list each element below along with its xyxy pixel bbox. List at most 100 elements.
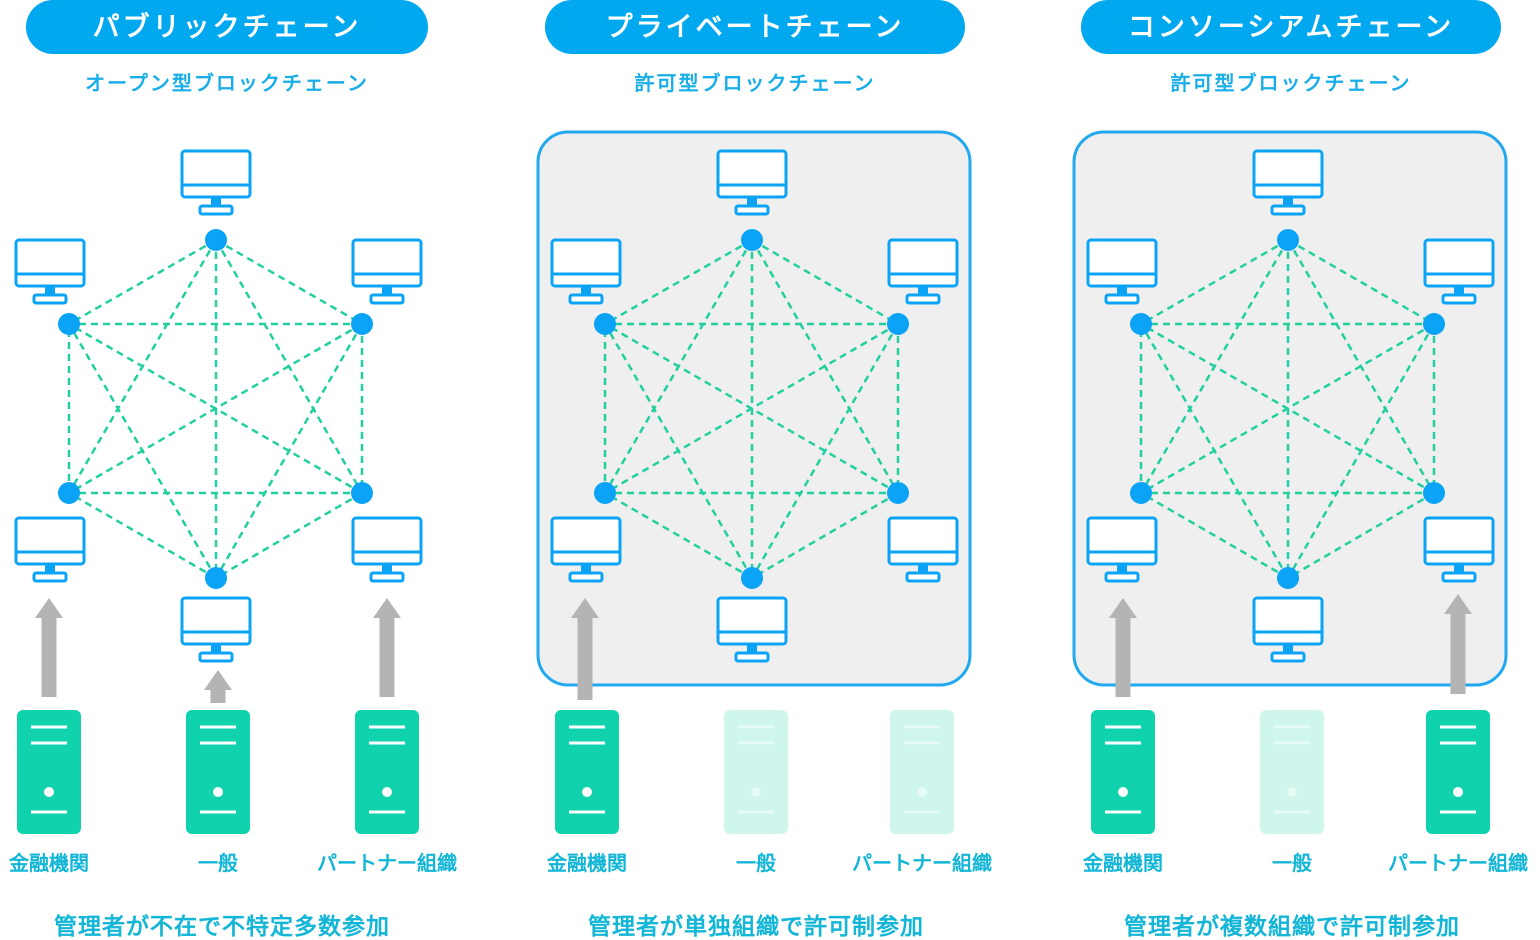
server-icon	[1091, 710, 1155, 834]
join-arrows	[571, 598, 599, 700]
network-edge	[68, 322, 363, 495]
network-node	[351, 482, 373, 504]
network-node	[594, 482, 616, 504]
title-pill	[26, 0, 428, 54]
network-computers	[1086, 149, 1495, 663]
computer-icon	[351, 238, 423, 305]
panel-title: パブリックチェーン	[93, 11, 362, 43]
participant-servers	[555, 710, 954, 834]
server-icon	[890, 710, 954, 834]
network-edge	[1287, 238, 1435, 326]
network-node	[1130, 313, 1152, 335]
server-label-financial: 金融機関	[8, 851, 89, 875]
computer-icon	[351, 516, 423, 583]
network-node	[1277, 567, 1299, 589]
server-icon	[1260, 710, 1324, 834]
network-node	[887, 482, 909, 504]
computer-icon	[180, 149, 252, 216]
permission-box	[1072, 130, 1508, 687]
panel-public-chain: パブリックチェーン オープン型ブロックチェーン 金融機関 一般 パートナー組織 …	[8, 0, 457, 940]
network-edge	[1140, 491, 1289, 580]
title-pill	[1081, 0, 1501, 54]
network-node	[205, 229, 227, 251]
computer-icon	[716, 596, 788, 663]
network-node	[1130, 482, 1152, 504]
network-node	[58, 482, 80, 504]
network-edge	[1140, 322, 1435, 495]
computer-icon	[1252, 149, 1324, 216]
computer-icon	[1252, 596, 1324, 663]
computer-icon	[550, 238, 622, 305]
network-edge	[1287, 491, 1435, 580]
server-label-general: 一般	[198, 851, 238, 875]
computer-icon	[1086, 238, 1158, 305]
panel-consortium-chain: コンソーシアムチェーン 許可型ブロックチェーン 金融機関 一般 パートナー組織 …	[1072, 0, 1528, 940]
network-edge	[603, 323, 754, 579]
panel-subtitle: 許可型ブロックチェーン	[635, 71, 876, 95]
join-arrow	[35, 598, 63, 697]
network-edge	[215, 491, 363, 580]
join-arrow	[1444, 594, 1472, 694]
network-edge	[1140, 238, 1289, 326]
computer-icon	[14, 238, 86, 305]
permission-box	[536, 130, 972, 687]
network-edges	[67, 238, 364, 580]
network-edge	[1139, 323, 1290, 579]
panel-caption: 管理者が単独組織で許可制参加	[588, 913, 924, 940]
network-computers	[14, 149, 423, 663]
panel-title: コンソーシアムチェーン	[1128, 12, 1454, 43]
server-label-partner: パートナー組織	[317, 851, 457, 875]
panel-caption: 管理者が不在で不特定多数参加	[54, 913, 390, 940]
network-edge	[604, 238, 753, 326]
network-node	[205, 567, 227, 589]
server-label-general: 一般	[736, 851, 776, 875]
network-nodes	[1130, 229, 1445, 589]
join-arrow	[373, 598, 401, 697]
computer-icon	[887, 516, 959, 583]
network-edge	[751, 491, 899, 580]
computer-icon	[1423, 516, 1495, 583]
join-arrow	[204, 670, 232, 703]
computer-icon	[1086, 516, 1158, 583]
server-label-general: 一般	[1272, 851, 1312, 875]
join-arrows	[35, 598, 401, 703]
network-edge	[68, 491, 217, 580]
network-nodes	[58, 229, 373, 589]
join-arrow	[1109, 598, 1137, 697]
network-node	[1423, 482, 1445, 504]
server-icon	[186, 710, 250, 834]
title-pill	[545, 0, 965, 54]
participant-servers	[1091, 710, 1490, 834]
server-label-financial: 金融機関	[1082, 851, 1163, 875]
network-node	[58, 313, 80, 335]
network-node	[741, 567, 763, 589]
computer-icon	[14, 516, 86, 583]
server-icon	[17, 710, 81, 834]
panel-private-chain: プライベートチェーン 許可型ブロックチェーン 金融機関 一般 パートナー組織 管…	[536, 0, 992, 940]
network-computers	[550, 149, 959, 663]
computer-icon	[550, 516, 622, 583]
server-label-partner: パートナー組織	[852, 851, 992, 875]
network-node	[1423, 313, 1445, 335]
network-edge	[67, 323, 218, 579]
computer-icon	[716, 149, 788, 216]
server-label-partner: パートナー組織	[1388, 851, 1528, 875]
computer-icon	[180, 596, 252, 663]
panel-title: プライベートチェーン	[606, 12, 905, 43]
server-label-financial: 金融機関	[546, 851, 627, 875]
network-edges	[1139, 238, 1436, 580]
network-edge	[604, 322, 899, 495]
panel-subtitle: 許可型ブロックチェーン	[1171, 71, 1412, 95]
network-node	[1277, 229, 1299, 251]
network-edge	[751, 238, 899, 326]
network-edge	[604, 491, 753, 580]
network-nodes	[594, 229, 909, 589]
panel-caption: 管理者が複数組織で許可制参加	[1124, 913, 1460, 940]
server-icon	[724, 710, 788, 834]
join-arrow	[571, 598, 599, 700]
computer-icon	[1423, 238, 1495, 305]
network-node	[887, 313, 909, 335]
network-edge	[215, 238, 363, 326]
network-node	[351, 313, 373, 335]
